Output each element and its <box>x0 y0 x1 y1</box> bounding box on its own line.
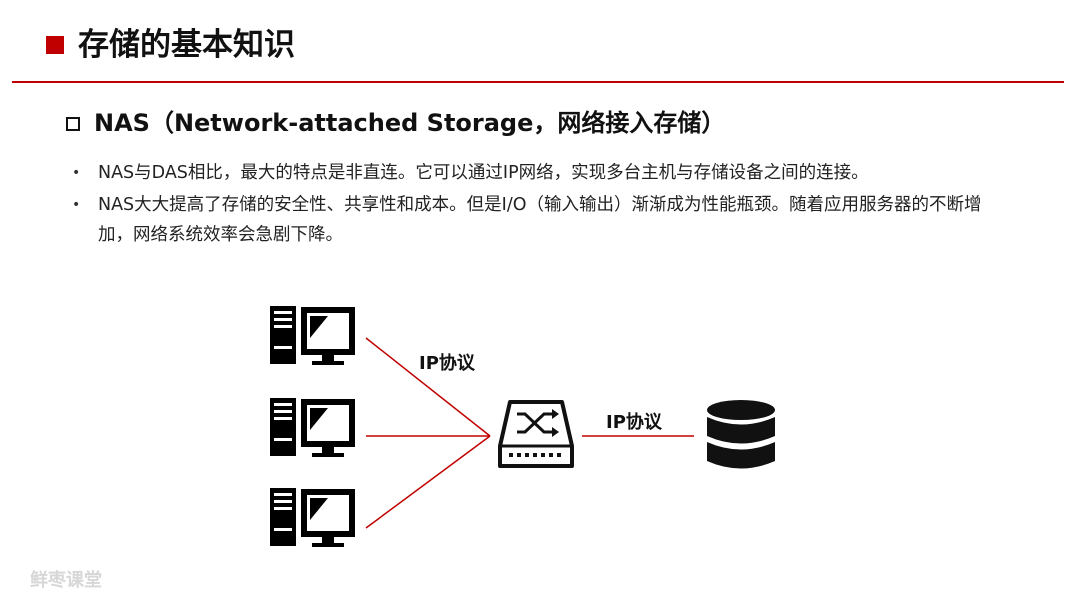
bullet-text: NAS与DAS相比，最大的特点是非直连。它可以通过IP网络，实现多台主机与存储设… <box>98 163 869 183</box>
bullet-dot: • <box>72 165 81 181</box>
section-title: NAS（Network-attached Storage，网络接入存储） <box>94 109 726 137</box>
computer-icon <box>270 306 355 365</box>
title-marker <box>46 36 64 54</box>
watermark: 鲜枣课堂 <box>30 570 102 591</box>
network-switch-icon <box>498 400 574 468</box>
database-icon <box>707 400 775 469</box>
link-label-hosts: IP协议 <box>419 352 476 374</box>
bullet-text: NAS大大提高了存储的安全性、共享性和成本。但是I/O（输入输出）渐渐成为性能瓶… <box>98 195 982 245</box>
bullet-list: • NAS与DAS相比，最大的特点是非直连。它可以通过IP网络，实现多台主机与存… <box>72 158 1012 252</box>
section-bullet-square <box>66 117 80 131</box>
bullet-item: • NAS与DAS相比，最大的特点是非直连。它可以通过IP网络，实现多台主机与存… <box>72 158 1012 188</box>
computer-icon <box>270 398 355 457</box>
bullet-dot: • <box>72 197 81 213</box>
bullet-item: • NAS大大提高了存储的安全性、共享性和成本。但是I/O（输入输出）渐渐成为性… <box>72 190 1012 250</box>
page-title: 存储的基本知识 <box>78 27 295 63</box>
link-line <box>365 435 491 529</box>
title-divider <box>12 81 1064 83</box>
computer-icon <box>270 488 355 547</box>
link-label-storage: IP协议 <box>606 411 663 433</box>
link-line <box>365 337 491 437</box>
